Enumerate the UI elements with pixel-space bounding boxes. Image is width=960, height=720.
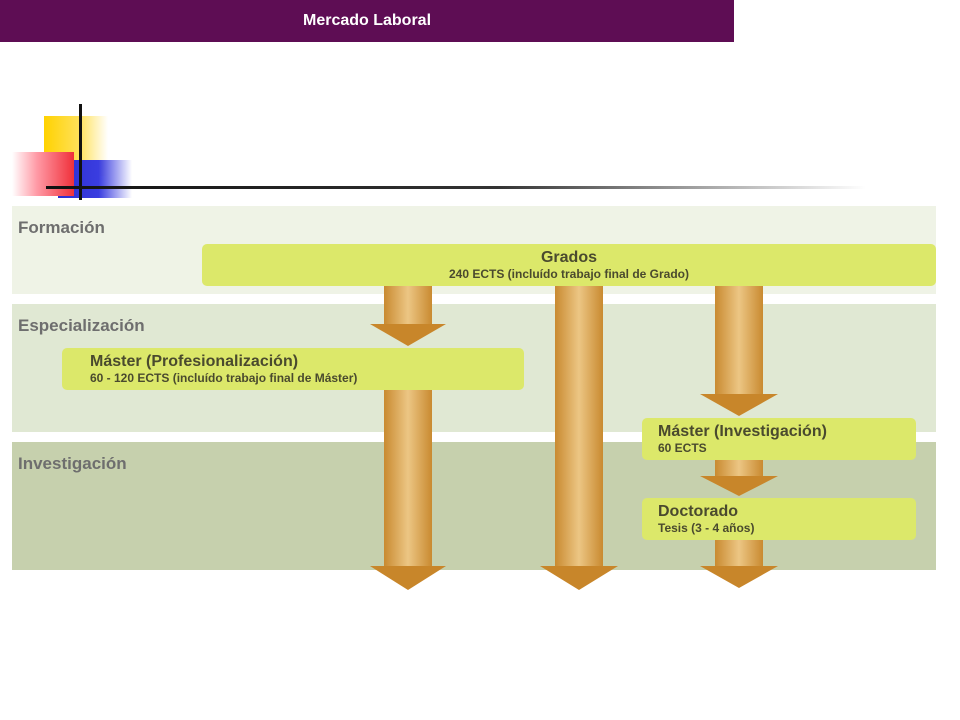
node-grados-title: Grados (540, 249, 597, 266)
node-grados: Grados 240 ECTS (incluído trabajo final … (202, 244, 936, 286)
arrow-master-prof-to-mercado (370, 390, 446, 590)
node-master-prof-subtitle: 60 - 120 ECTS (incluído trabajo final de… (90, 371, 358, 385)
node-doctorado-subtitle: Tesis (3 - 4 años) (658, 521, 755, 535)
arrow-grados-to-master-inv (700, 286, 778, 416)
arrow-grados-to-mercado (540, 286, 618, 590)
header-divider-line (46, 186, 866, 189)
band-label-investigacion: Investigación (18, 454, 127, 473)
node-grados-subtitle: 240 ECTS (incluído trabajo final de Grad… (448, 267, 690, 281)
node-master-inv-title: Máster (Investigación) (658, 423, 827, 440)
arrow-doctorado-to-mercado (700, 540, 778, 588)
band-label-formacion: Formación (18, 218, 105, 237)
node-doctorado-title: Doctorado (658, 503, 738, 520)
node-master-inv-subtitle: 60 ECTS (658, 441, 707, 455)
band-label-especializacion: Especialización (18, 316, 145, 335)
node-master-investigacion: Máster (Investigación) 60 ECTS (642, 418, 916, 460)
arrow-grados-to-master-prof (370, 286, 446, 346)
logo-vertical-line (79, 104, 82, 200)
node-mercado-laboral: Mercado Laboral (0, 0, 734, 42)
node-master-prof-title: Máster (Profesionalización) (90, 353, 299, 370)
arrow-master-inv-to-doctorado (700, 460, 778, 496)
node-master-profesionalizacion: Máster (Profesionalización) 60 - 120 ECT… (62, 348, 524, 390)
node-doctorado: Doctorado Tesis (3 - 4 años) (642, 498, 916, 540)
